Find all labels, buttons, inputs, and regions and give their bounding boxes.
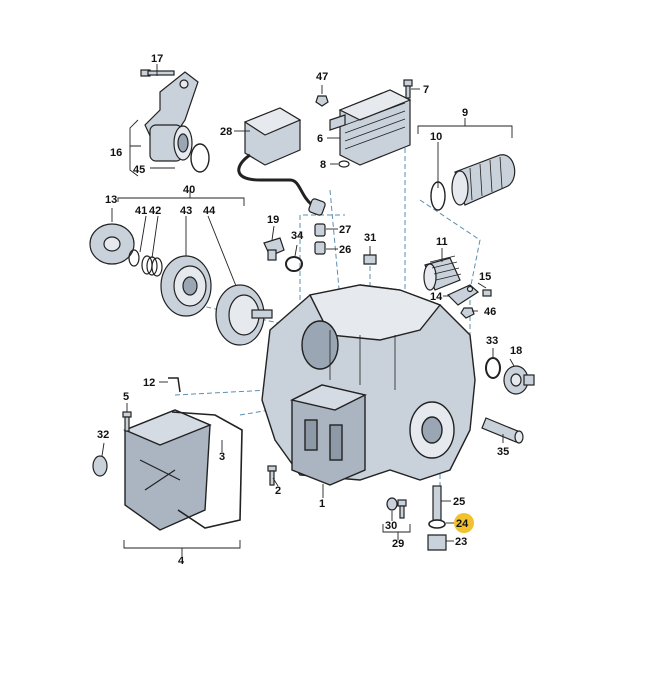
callout-29: 29	[392, 538, 404, 550]
callout-35: 35	[497, 446, 509, 458]
callout-16: 16	[110, 147, 122, 159]
callout-5: 5	[123, 391, 129, 403]
callout-46: 46	[484, 306, 496, 318]
callout-9: 9	[462, 107, 468, 119]
bolt-15	[482, 289, 492, 297]
seal-33	[485, 357, 501, 379]
callout-10: 10	[430, 131, 442, 143]
bolt-29	[397, 499, 407, 519]
gasket-3	[171, 411, 243, 529]
bolt-2	[267, 465, 277, 486]
pipe-25	[432, 485, 442, 521]
bolt-7	[403, 79, 413, 99]
bracket-14	[446, 284, 479, 306]
callout-45: 45	[133, 164, 145, 176]
callout-8: 8	[320, 159, 326, 171]
bolt-47	[315, 95, 329, 107]
flange-18	[503, 365, 535, 395]
callout-44: 44	[203, 205, 216, 217]
nut-46	[460, 307, 475, 319]
highlight-badge-24	[454, 513, 474, 533]
bolt-17	[140, 69, 175, 77]
spring-42	[141, 255, 163, 277]
callout-11: 11	[436, 236, 448, 248]
callout-15: 15	[479, 271, 491, 283]
callout-32: 32	[97, 429, 109, 441]
ring-34	[285, 256, 303, 272]
filter-element-11	[423, 255, 462, 291]
callout-40: 40	[183, 184, 195, 196]
callout-27: 27	[339, 224, 351, 236]
callout-24: 24	[456, 518, 469, 530]
clutch-44	[215, 284, 273, 346]
callout-lines	[101, 64, 515, 556]
callout-33: 33	[486, 335, 498, 347]
callout-labels: 17 16 45 40 13 41 42 43 44 28 47 7 6 8 9…	[97, 53, 522, 567]
callout-3: 3	[219, 451, 225, 463]
circlip-41	[128, 249, 140, 267]
plug-32	[92, 455, 108, 477]
plug-23	[427, 534, 447, 551]
callout-28: 28	[220, 126, 232, 138]
callout-6: 6	[317, 133, 323, 145]
clip-12	[168, 377, 181, 393]
tube-35	[481, 417, 524, 444]
callout-4: 4	[178, 555, 185, 567]
callout-47: 47	[316, 71, 328, 83]
o-ring-45	[190, 143, 210, 173]
oil-cooler-6	[329, 89, 412, 166]
callout-23: 23	[455, 536, 467, 548]
bolt-5	[122, 411, 132, 432]
plug-26	[314, 241, 326, 255]
callout-12: 12	[143, 377, 155, 389]
callout-30: 30	[385, 520, 397, 532]
filter-housing-9	[451, 154, 516, 206]
cover-13	[89, 223, 135, 265]
plug-27	[314, 223, 326, 237]
callout-31: 31	[364, 232, 376, 244]
callout-41: 41	[135, 205, 147, 217]
plug-30	[386, 497, 398, 511]
callout-14: 14	[430, 291, 443, 303]
callout-42: 42	[149, 205, 161, 217]
seal-ring-8	[338, 160, 350, 168]
callout-18: 18	[510, 345, 522, 357]
callout-1: 1	[319, 498, 325, 510]
sensor-19	[263, 237, 285, 261]
callout-2: 2	[275, 485, 281, 497]
oil-pan-4	[123, 409, 212, 531]
bracket-assembly	[144, 71, 199, 162]
bolt-31	[363, 254, 377, 265]
control-module-28	[237, 107, 326, 216]
callout-7: 7	[423, 84, 429, 96]
callout-13: 13	[105, 194, 117, 206]
o-ring-24	[428, 519, 446, 529]
callout-26: 26	[339, 244, 351, 256]
callout-43: 43	[180, 205, 192, 217]
callout-19: 19	[267, 214, 279, 226]
mechatronic-unit-1	[289, 384, 368, 486]
clutch-43	[160, 255, 212, 317]
callout-34: 34	[291, 230, 304, 242]
callout-25: 25	[453, 496, 465, 508]
callout-17: 17	[151, 53, 163, 65]
